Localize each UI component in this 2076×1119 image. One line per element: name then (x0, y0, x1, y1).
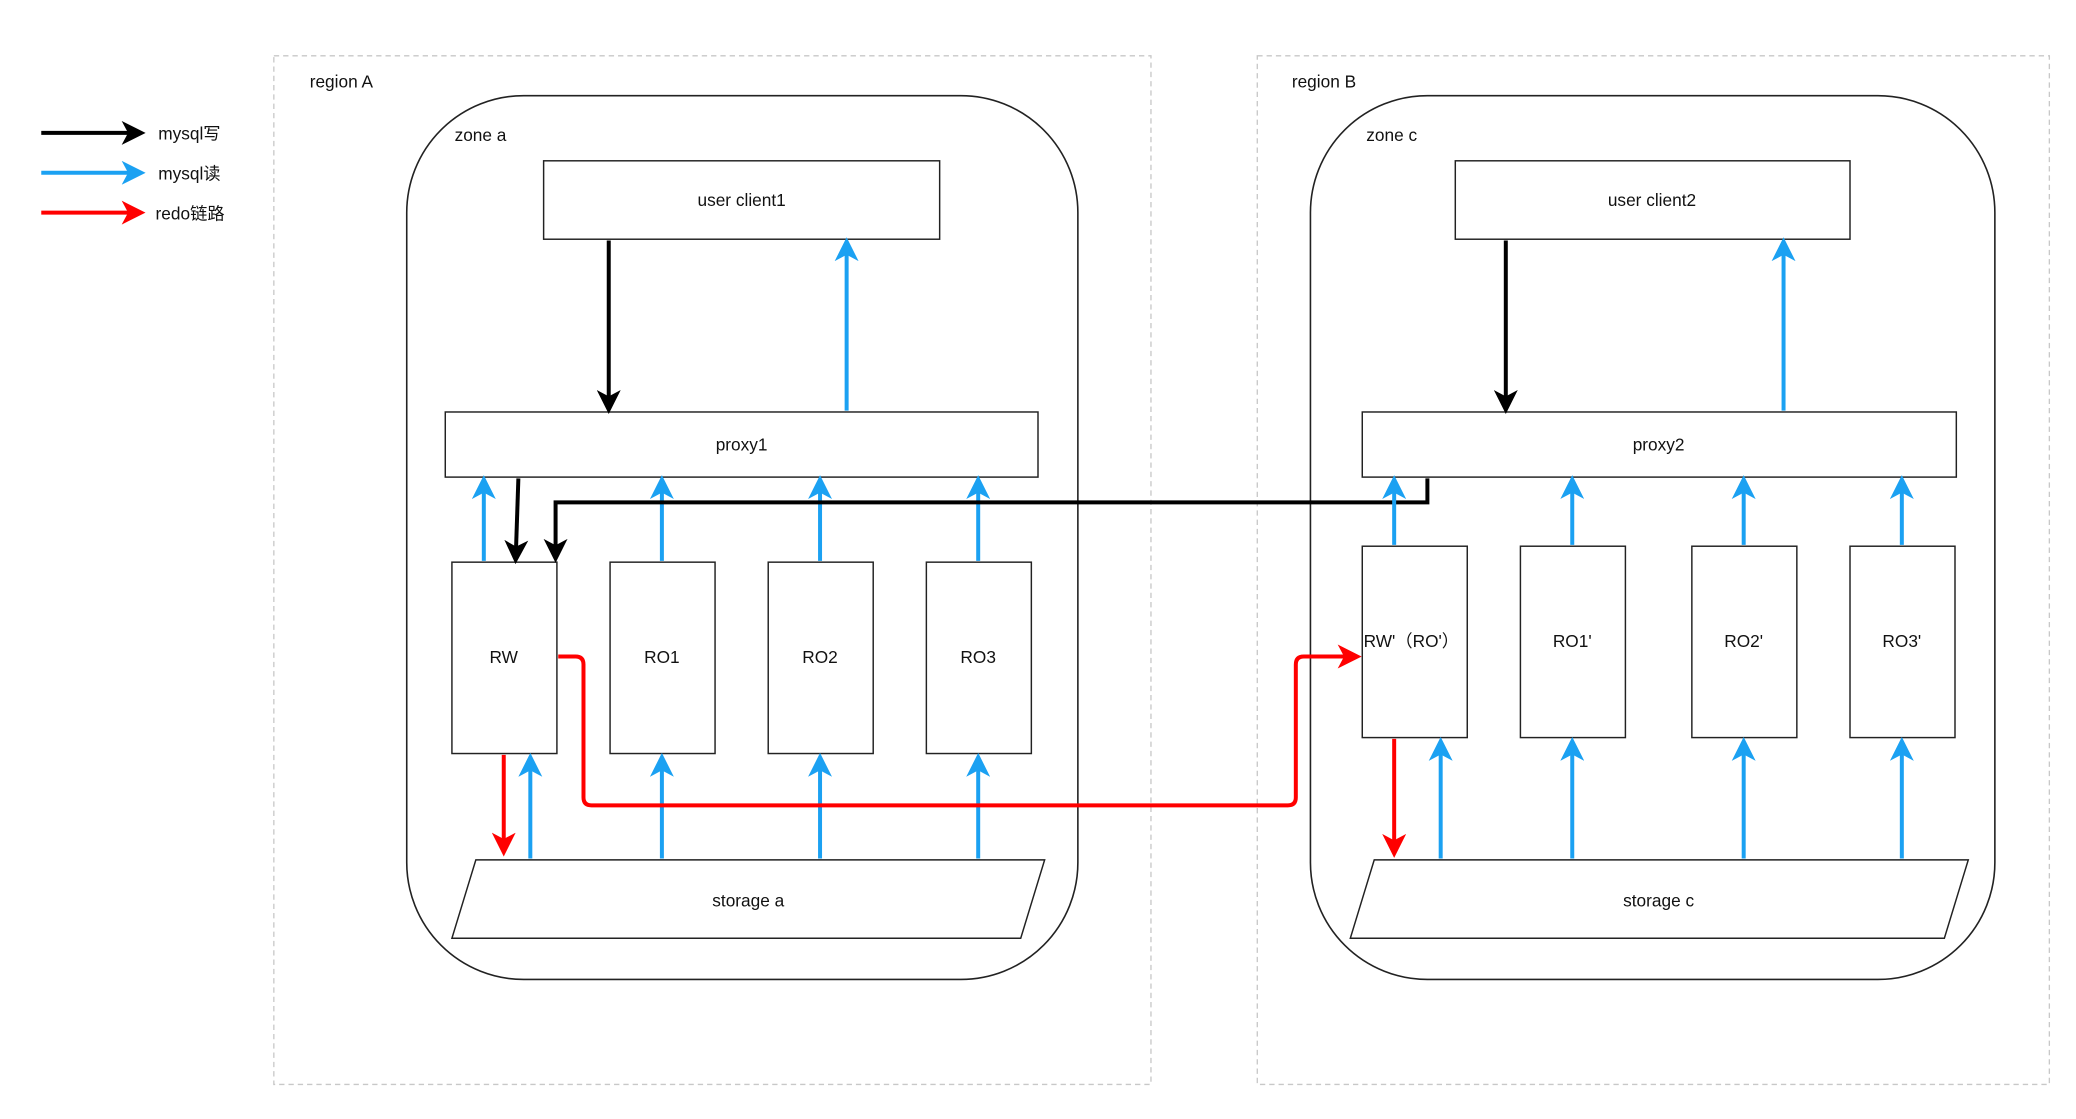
storage-a-box (450, 859, 1046, 939)
region-b-label: region B (1292, 72, 1356, 92)
legend-label-read: mysql读 (158, 163, 220, 183)
proxy2-label: proxy2 (1633, 435, 1685, 455)
user-client1-label: user client1 (697, 190, 785, 210)
node-ro2-prime-label: RO2' (1724, 631, 1763, 651)
node-ro1-label: RO1 (644, 647, 680, 667)
storage-c-label: storage c (1623, 890, 1694, 910)
legend-item-redo: redo链路 (41, 200, 225, 225)
user-client2-label: user client2 (1608, 190, 1696, 210)
legend-label-redo: redo链路 (156, 203, 225, 223)
node-ro2-label: RO2 (802, 647, 838, 667)
zone-a-boundary (405, 94, 1079, 981)
node-ro3-prime-label: RO3' (1882, 631, 1921, 651)
storage-a-label: storage a (712, 890, 784, 910)
node-ro3-prime-box (1849, 545, 1956, 739)
user-client1-box (542, 160, 941, 240)
node-ro1-prime-label: RO1' (1553, 631, 1592, 651)
node-ro2-prime-box (1691, 545, 1798, 739)
write-arrow-proxy2-to-rw (543, 478, 1430, 563)
region-b-boundary (1256, 55, 2051, 1086)
node-rw-label: RW (490, 647, 519, 667)
zone-c-label: zone c (1366, 125, 1417, 145)
legend-label-write: mysql写 (158, 124, 220, 144)
storage-c-box (1349, 859, 1970, 939)
legend: mysql写 mysql读 redo链路 (41, 120, 225, 225)
node-ro1-prime-box (1519, 545, 1627, 739)
node-rw-prime-label: RW'（RO'） (1364, 631, 1459, 651)
proxy2-box (1361, 411, 1958, 478)
region-a-arrows (471, 237, 991, 859)
node-ro3-label: RO3 (960, 647, 996, 667)
user-client2-box (1454, 160, 1851, 240)
write-arrow-proxy1-to-rw (504, 478, 529, 565)
legend-item-read: mysql读 (41, 160, 221, 185)
legend-item-write: mysql写 (41, 120, 221, 145)
region-b: region B zone c user client2 proxy2 RW'（… (1256, 55, 2051, 1086)
node-rw-prime-box (1361, 545, 1468, 739)
region-b-arrows (1382, 237, 1914, 859)
node-ro3-box (925, 561, 1033, 755)
zone-a-label: zone a (455, 125, 507, 145)
proxy1-label: proxy1 (716, 435, 768, 455)
region-a-label: region A (310, 72, 374, 92)
proxy1-box (444, 411, 1039, 478)
zone-c-boundary (1309, 94, 1996, 981)
node-rw-box (451, 561, 558, 755)
redo-arrow-rw-to-rw-prime (558, 644, 1362, 808)
region-a: region A zone a user client1 proxy1 RW R… (273, 55, 1152, 1086)
region-a-boundary (273, 55, 1152, 1086)
